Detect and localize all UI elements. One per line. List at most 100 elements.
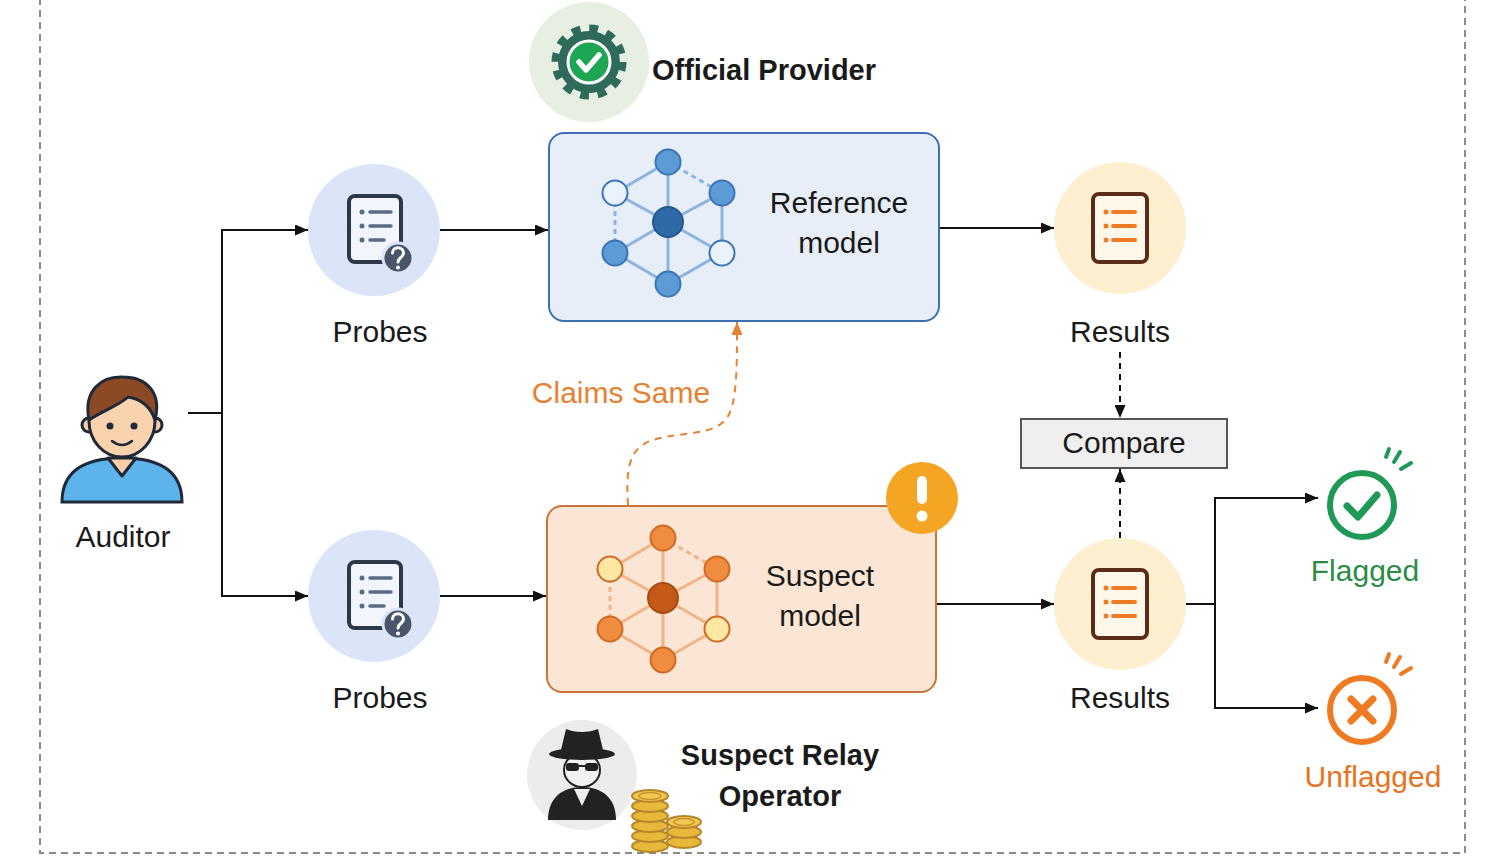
cross-icon [1330, 654, 1411, 742]
network-node [656, 150, 681, 175]
badge-core [558, 31, 620, 93]
bullet [360, 210, 365, 215]
node-label: Official Provider [652, 50, 972, 90]
spy-face [564, 753, 600, 787]
coin-rim [674, 819, 694, 826]
person-body [62, 458, 182, 502]
bullet [1104, 586, 1109, 591]
spy-collar [574, 789, 590, 806]
node-label: Results [1040, 312, 1200, 352]
network-node [598, 557, 623, 582]
sparkle [1386, 449, 1411, 469]
coin [667, 826, 701, 838]
text-lines [1113, 212, 1135, 240]
text-lines [370, 212, 391, 240]
network-node [603, 241, 628, 266]
bullet [1104, 238, 1109, 243]
bullet [360, 224, 365, 229]
result-circle: Results [1054, 162, 1186, 352]
node-label: Results [1040, 678, 1200, 718]
spy-hat [560, 729, 604, 754]
compare-box: Compare [1020, 418, 1228, 469]
spy-glasses [566, 763, 579, 771]
check-mark [1347, 495, 1377, 517]
result-icon [1093, 570, 1147, 638]
bullet [360, 576, 365, 581]
coin [667, 836, 701, 848]
bullet [1104, 224, 1109, 229]
network-node [603, 181, 628, 206]
person-ear [148, 418, 162, 432]
network-links [615, 162, 722, 284]
circle-outline [308, 164, 440, 296]
circle-shape [308, 164, 440, 296]
circle-shape [308, 530, 440, 662]
bullet [1104, 210, 1109, 215]
person-ear [82, 418, 96, 432]
node-label: Suspect Relay Operator [665, 735, 895, 817]
probe-circle: Probes [308, 530, 440, 716]
document [349, 562, 401, 628]
circle-shape [1054, 162, 1186, 294]
node-label: Probes [300, 312, 460, 352]
node-label: Suspect model [735, 556, 905, 636]
node-label: Unflagged [1273, 757, 1473, 797]
badge-check-circle [568, 41, 610, 83]
question-badge [383, 243, 413, 273]
connector [627, 322, 737, 505]
node-label: Flagged [1285, 551, 1445, 591]
coin [632, 810, 668, 822]
connector [1186, 604, 1318, 708]
cross-ring [1330, 678, 1394, 742]
document [349, 196, 401, 262]
connector [188, 230, 308, 413]
spy-coat [548, 787, 616, 820]
actor-node: Auditor [58, 372, 188, 554]
warning-circle [886, 462, 958, 534]
spy-icon [548, 729, 616, 820]
badge-check [579, 55, 599, 70]
circle-outline [529, 2, 649, 122]
text-lines [370, 578, 391, 606]
text-lines [1113, 588, 1135, 616]
coin [632, 840, 668, 852]
document [1093, 570, 1147, 638]
coin [632, 820, 668, 832]
bullet [1104, 600, 1109, 605]
coins-icon [632, 790, 701, 852]
circle-shape [1054, 538, 1186, 670]
network-links [610, 538, 717, 660]
cross-mark [1351, 699, 1373, 721]
probe-circle: Probes [308, 164, 440, 350]
network-dashed-links [615, 162, 722, 253]
probe-icon [349, 562, 413, 639]
person-hair [88, 377, 157, 420]
network-node [710, 241, 735, 266]
person-head [89, 385, 155, 457]
badge-rays [556, 29, 622, 95]
circle-outline [1054, 538, 1186, 670]
connector [188, 413, 308, 596]
network-dashed-links [610, 538, 717, 629]
connector [937, 603, 1054, 605]
circle-shape [529, 2, 649, 122]
person-eye [131, 423, 138, 430]
person-icon [62, 377, 182, 502]
warning-dot [917, 511, 928, 522]
coin [632, 830, 668, 842]
bullet [1104, 614, 1109, 619]
network-hub [648, 583, 678, 613]
coin-rim [639, 793, 661, 800]
connector [440, 595, 546, 597]
connector [440, 229, 548, 231]
network-node [651, 526, 676, 551]
outcome-node: Flagged [1318, 465, 1408, 591]
check-ring [1330, 473, 1394, 537]
coin [632, 790, 668, 802]
connector [1119, 352, 1121, 418]
sparkle [1386, 654, 1411, 674]
bullet [360, 238, 365, 243]
question-dot [396, 632, 400, 636]
